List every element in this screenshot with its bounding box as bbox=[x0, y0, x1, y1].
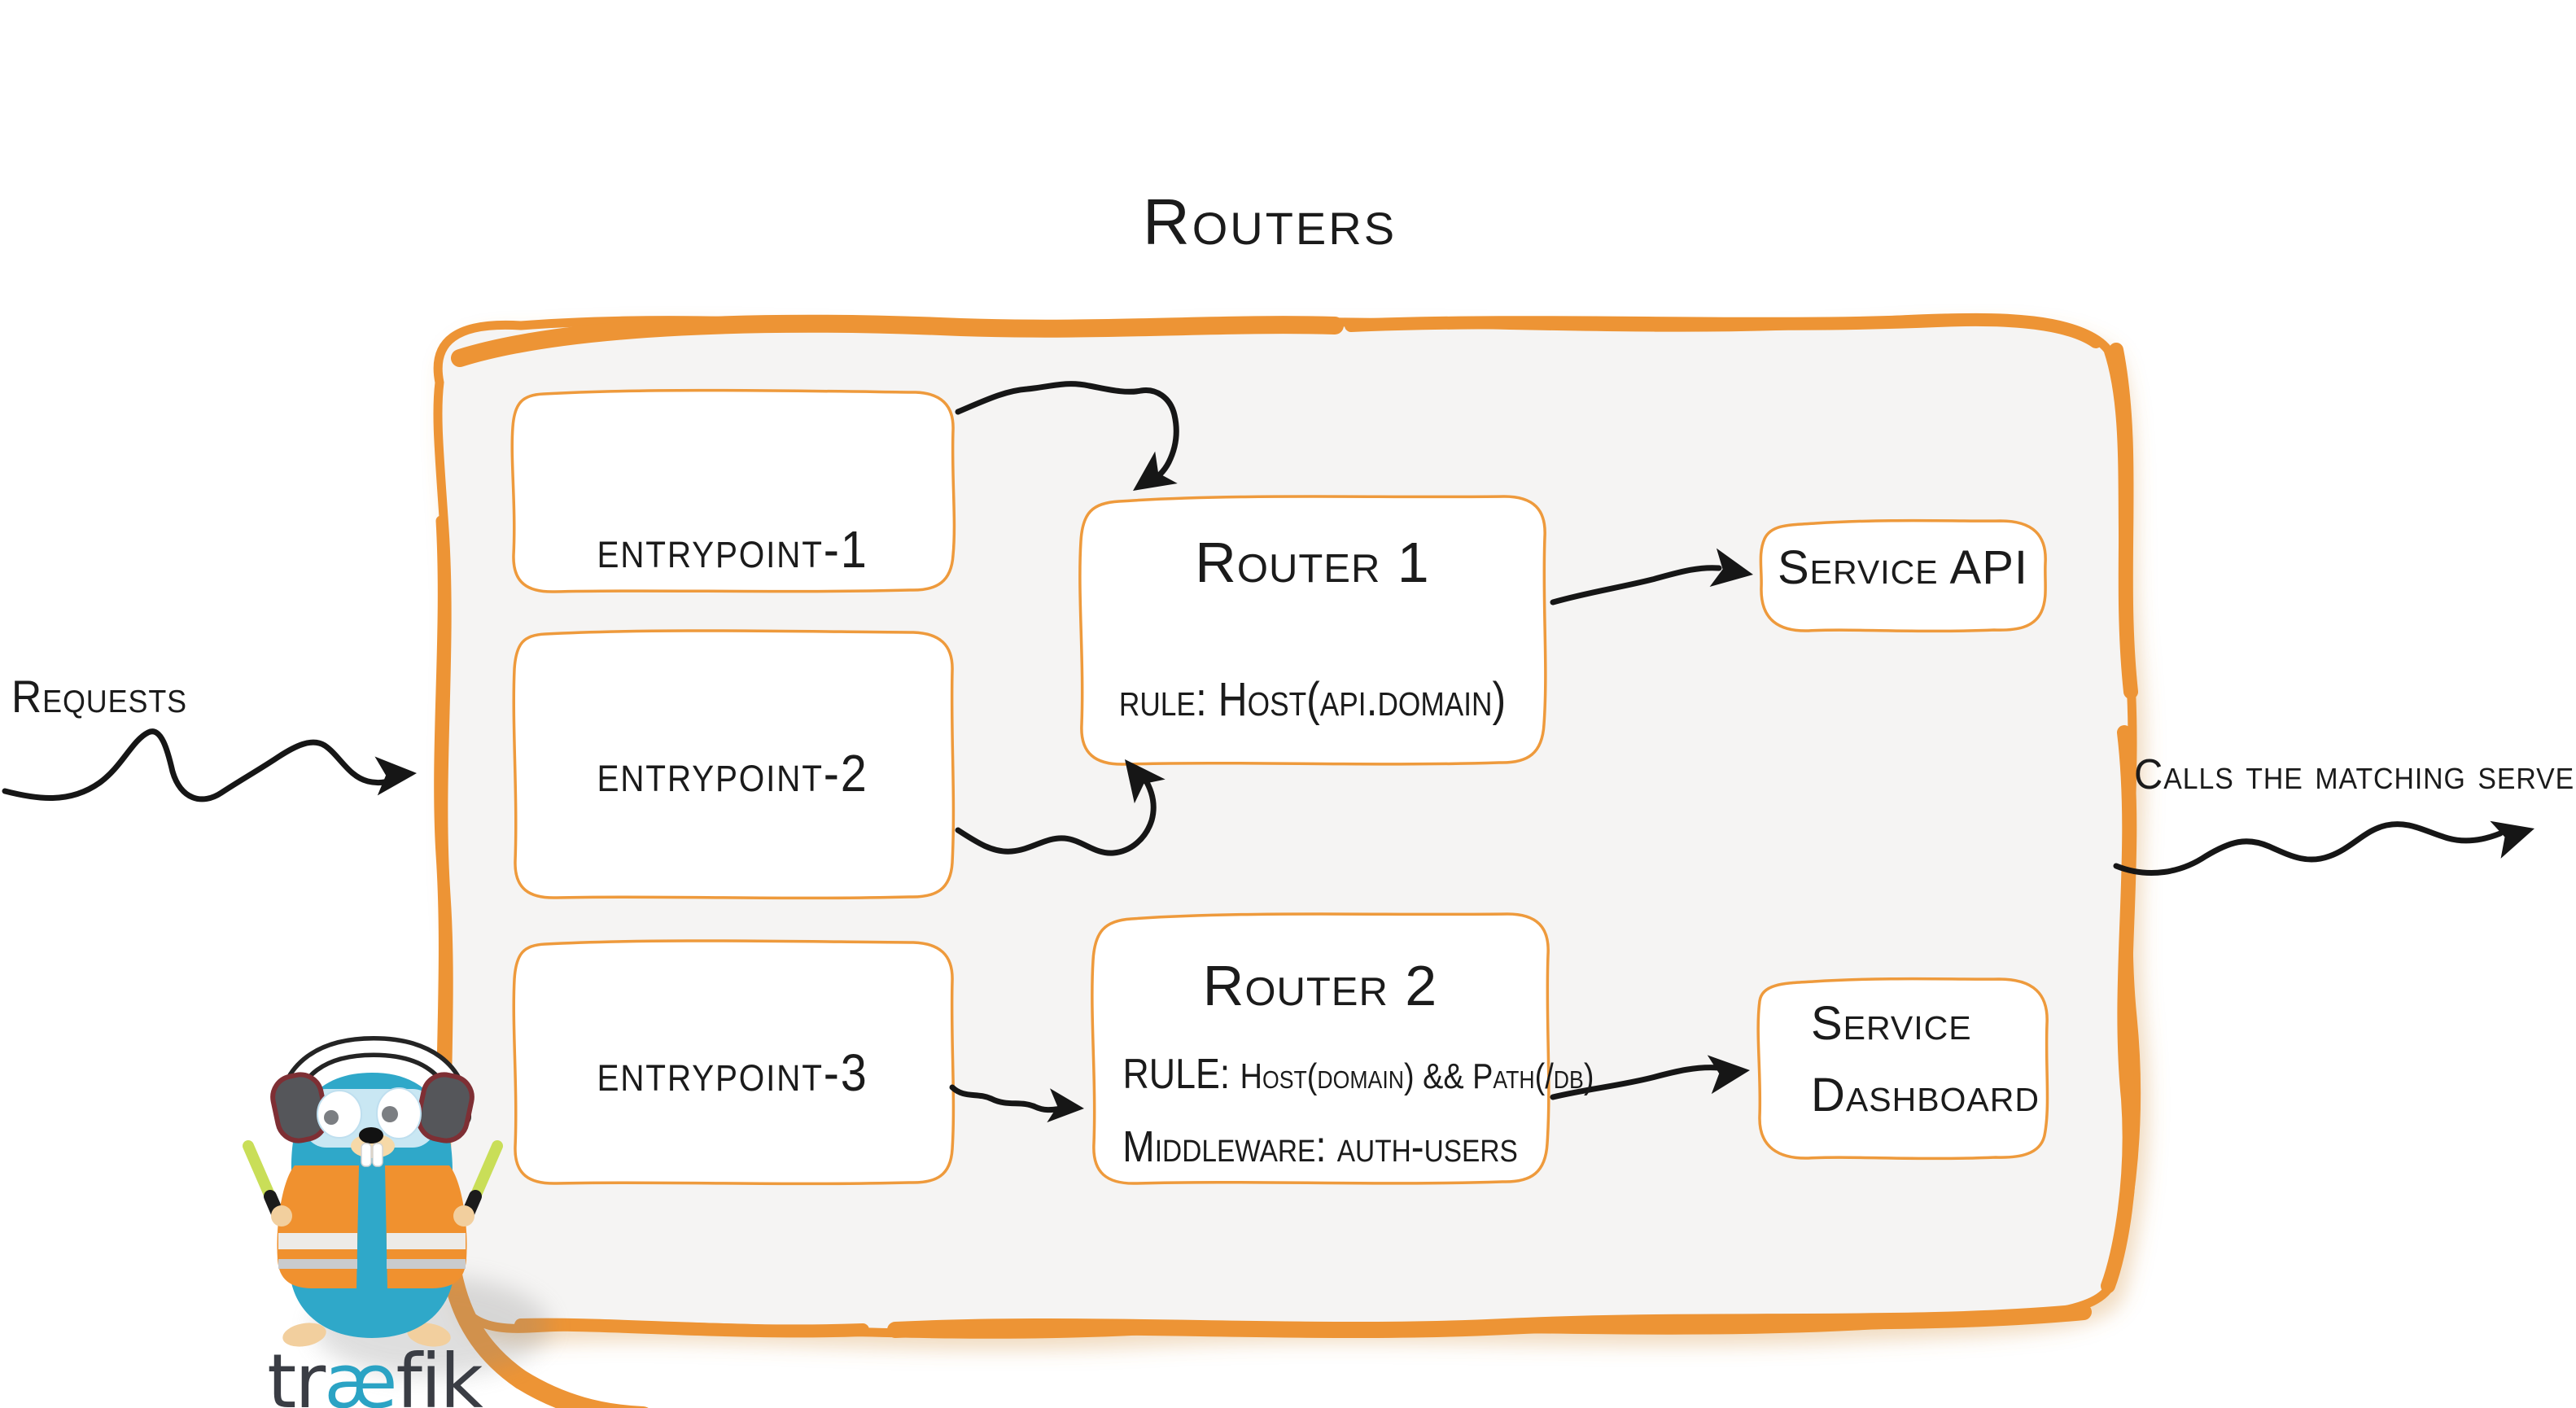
arrow-entrypoint3-to-router2 bbox=[949, 1084, 1066, 1113]
arrowhead-into-router1-bottom bbox=[1125, 759, 1166, 804]
entrypoint-3-box bbox=[512, 939, 956, 1186]
wordmark-ae: æ bbox=[324, 1338, 397, 1408]
gopher-eye-right bbox=[376, 1087, 422, 1139]
node-boxes bbox=[510, 388, 2049, 1186]
router-2-rule-value: Host(domain) && Path(/db) bbox=[1240, 1056, 1594, 1096]
router-1-box bbox=[1078, 495, 1547, 766]
arrowhead-into-router2 bbox=[1047, 1088, 1084, 1123]
service-dashboard-label-line2: Dashboard bbox=[1811, 1069, 2040, 1122]
gopher-tooth-left bbox=[361, 1143, 372, 1167]
service-dashboard-box bbox=[1756, 977, 2049, 1161]
entrypoint-1-box bbox=[510, 388, 956, 593]
gopher-hand-left bbox=[271, 1205, 292, 1227]
calls-matching-server-label: Calls the matching server bbox=[2134, 751, 2576, 798]
vest-stripe-left-white bbox=[278, 1233, 357, 1249]
arrow-router1-to-service-api bbox=[1550, 565, 1722, 606]
arrow-router2-to-service-dashboard bbox=[1550, 1065, 1722, 1100]
router-2-box bbox=[1091, 912, 1550, 1185]
gopher-pupil-left bbox=[324, 1110, 339, 1125]
diagram-title: Routers bbox=[1142, 186, 1397, 258]
router-2-middleware: Middleware: auth-users bbox=[1122, 1122, 1518, 1171]
arrows bbox=[2, 381, 2504, 1113]
vest-stripe-right-white bbox=[387, 1233, 466, 1249]
wordmark-tr: tr bbox=[267, 1338, 326, 1408]
gopher-pupil-right bbox=[382, 1106, 398, 1122]
router-2-title: Router 2 bbox=[1202, 954, 1438, 1017]
service-api-label: Service API bbox=[1778, 541, 2028, 594]
gopher-hand-right bbox=[453, 1205, 475, 1227]
vest-stripe-right-gray bbox=[387, 1259, 466, 1269]
arrowhead-into-service-dashboard bbox=[1707, 1055, 1750, 1095]
entrypoint-2-label: entrypoint-2 bbox=[597, 744, 868, 802]
entrypoint-2-box bbox=[512, 629, 956, 900]
entrypoint-1-label: entrypoint-1 bbox=[597, 520, 868, 579]
calls-arrow bbox=[2113, 821, 2504, 877]
router-2-rule: RULE: Host(domain) && Path(/db) bbox=[1122, 1051, 1594, 1098]
arrow-entrypoint1-to-router1 bbox=[955, 381, 1179, 488]
gopher-eye-left bbox=[317, 1090, 362, 1139]
gopher-tooth-right bbox=[372, 1143, 383, 1167]
arrowhead-into-router1-top bbox=[1133, 451, 1178, 491]
headphones-earcup-right bbox=[416, 1072, 475, 1143]
gopher-foot-left bbox=[282, 1323, 326, 1347]
wordmark-fik: fik bbox=[396, 1338, 483, 1408]
service-api-box bbox=[1759, 518, 2047, 633]
entrypoint-3-label: entrypoint-3 bbox=[597, 1043, 868, 1102]
requests-arrowhead bbox=[374, 756, 417, 796]
gopher-vest-left bbox=[277, 1165, 359, 1288]
router-1-rule: rule: Host(api.domain) bbox=[1118, 673, 1507, 726]
service-dashboard-label-line1: Service bbox=[1811, 997, 1972, 1050]
vest-stripe-left-gray bbox=[278, 1259, 357, 1269]
requests-arrow bbox=[2, 728, 405, 802]
router-1-title: Router 1 bbox=[1195, 531, 1430, 594]
arrowheads bbox=[374, 451, 2534, 1123]
requests-label: Requests bbox=[11, 671, 188, 722]
gopher-foot-right bbox=[407, 1323, 451, 1347]
arrowhead-into-service-api bbox=[1709, 548, 1753, 587]
traefik-gopher-logo bbox=[243, 1035, 549, 1377]
calls-arrowhead bbox=[2490, 820, 2534, 859]
gopher-nose bbox=[359, 1127, 383, 1143]
router-2-rule-label: RULE: bbox=[1122, 1051, 1231, 1098]
traefik-wordmark: træfik bbox=[260, 1345, 488, 1408]
arrow-entrypoint2-to-router1 bbox=[955, 775, 1157, 856]
gopher-vest-right bbox=[385, 1165, 467, 1288]
